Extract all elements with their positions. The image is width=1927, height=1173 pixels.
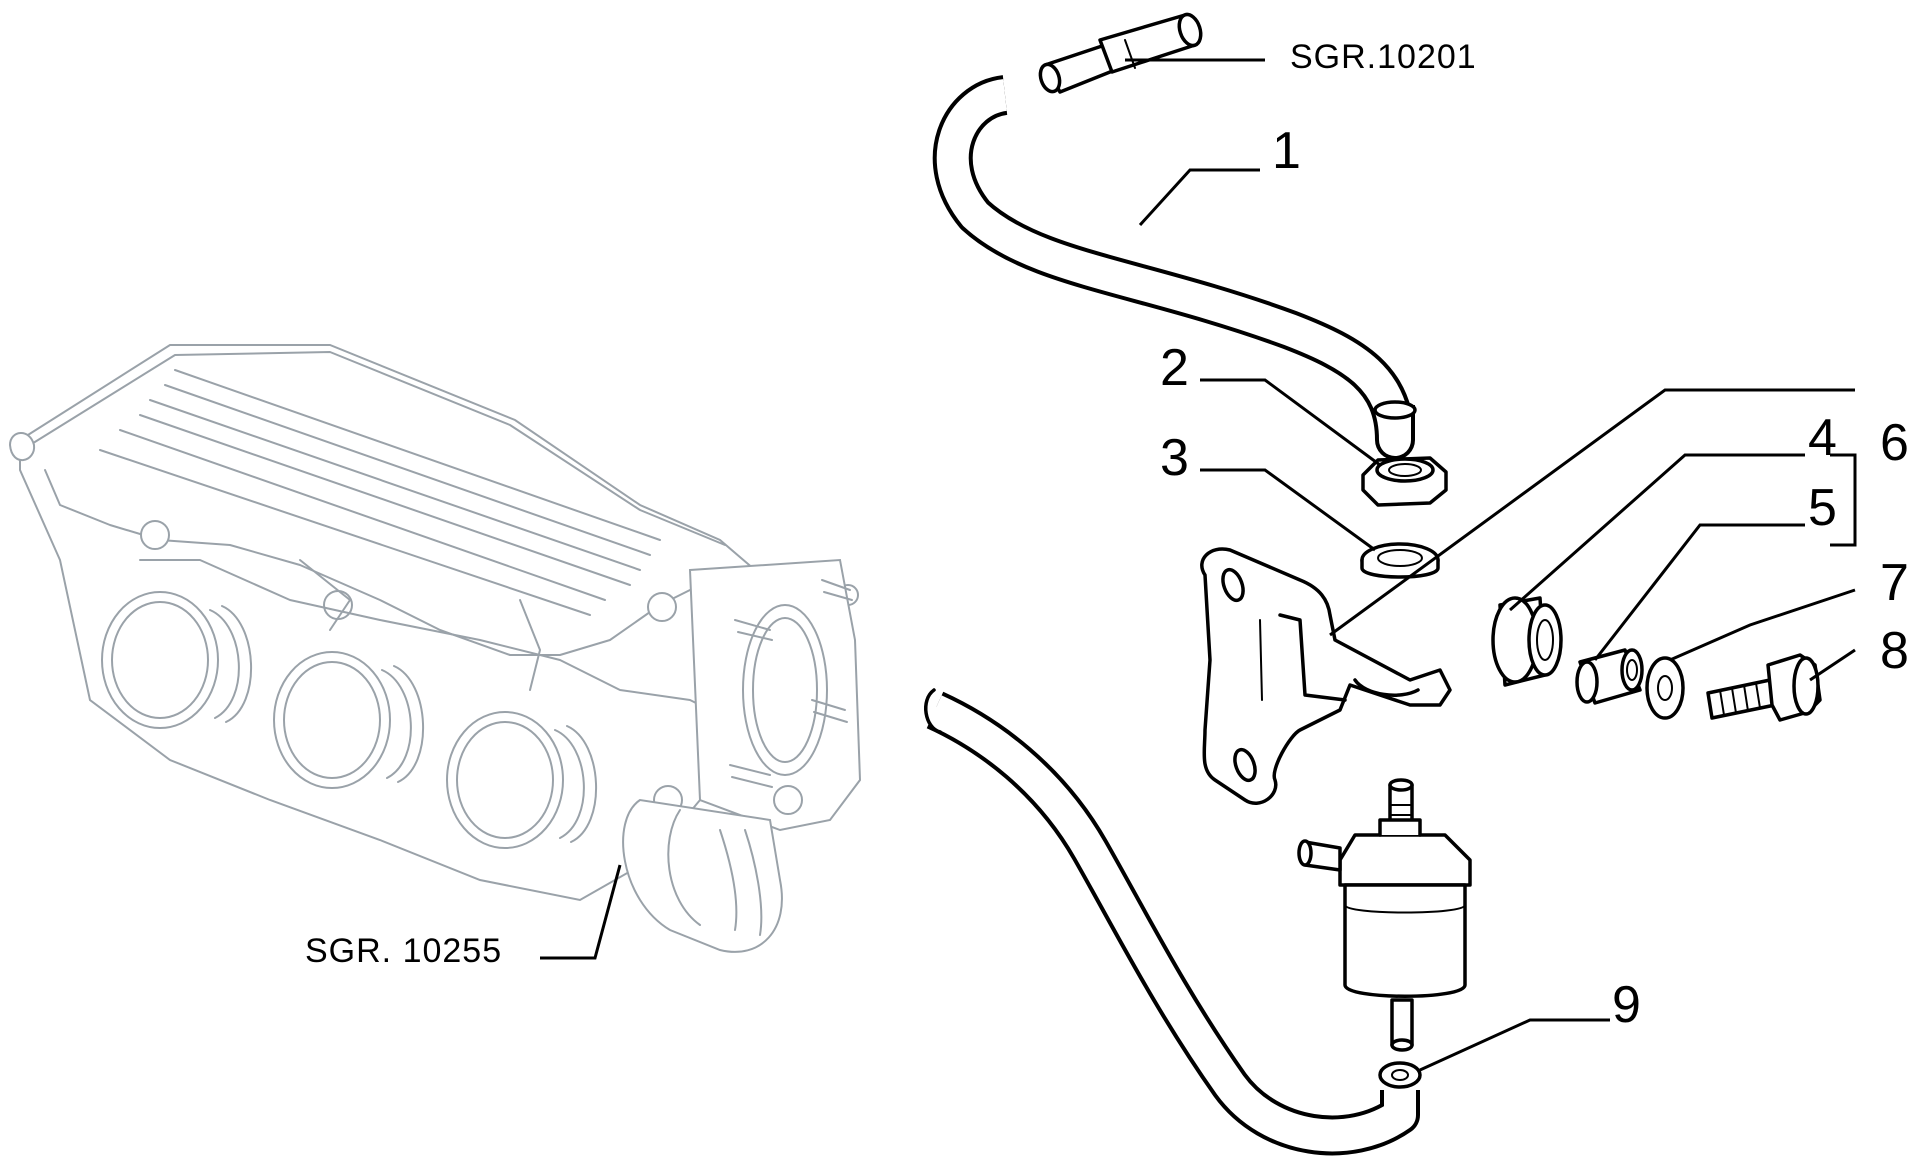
nut bbox=[1361, 456, 1448, 507]
washer-seal bbox=[1360, 542, 1440, 579]
callout-3: 3 bbox=[1160, 429, 1189, 487]
hose-upper bbox=[932, 75, 1417, 460]
spacer-sleeve bbox=[1575, 648, 1644, 705]
callout-4: 4 bbox=[1808, 409, 1837, 467]
bolt bbox=[1706, 653, 1822, 722]
callout-5: 5 bbox=[1808, 479, 1837, 537]
leader-lines bbox=[540, 58, 1857, 1072]
callout-ref-sgr-10201: SGR.10201 bbox=[1290, 38, 1477, 76]
callout-1: 1 bbox=[1272, 122, 1301, 180]
callout-7: 7 bbox=[1880, 554, 1909, 612]
fuel-filter bbox=[1297, 778, 1472, 1052]
callout-labels: SGR.10201 1 2 3 4 5 6 7 8 9 SGR. 10255 bbox=[305, 38, 1909, 1034]
pipe-connector bbox=[1038, 12, 1203, 94]
grommet bbox=[1491, 596, 1563, 687]
callout-ref-sgr-10255: SGR. 10255 bbox=[305, 932, 502, 970]
hose-lower bbox=[924, 688, 1422, 1156]
callout-8: 8 bbox=[1880, 622, 1909, 680]
bracket bbox=[1200, 547, 1452, 805]
callout-9: 9 bbox=[1612, 976, 1641, 1034]
callout-2: 2 bbox=[1160, 339, 1189, 397]
callout-6: 6 bbox=[1880, 414, 1909, 472]
intake-manifold-drawing bbox=[8, 344, 862, 953]
washer-flat bbox=[1645, 656, 1685, 720]
